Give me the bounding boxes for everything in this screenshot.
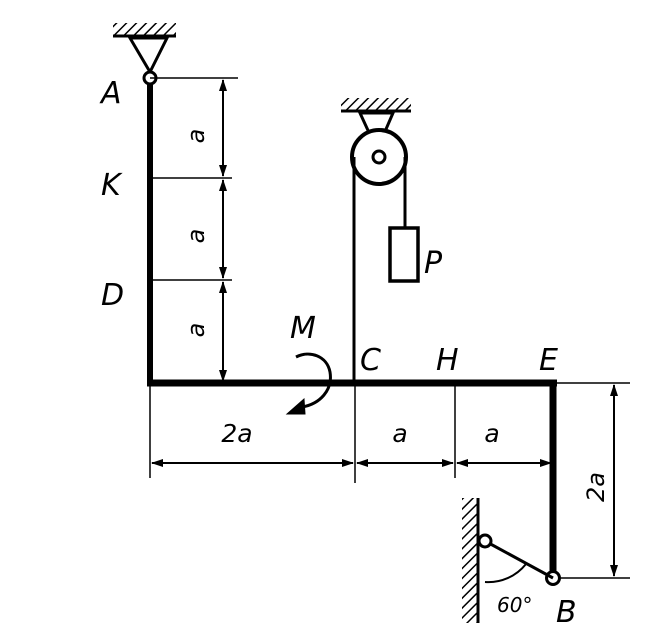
extension-lines-bottom <box>149 385 456 483</box>
dim-label-a-mid: a <box>182 229 210 244</box>
pulley <box>350 128 408 186</box>
dim-label-a-he: a <box>484 419 499 448</box>
angle-arc <box>484 563 527 584</box>
label-M: M <box>290 311 316 346</box>
dim-label-2a-vertical: 2a <box>582 472 610 502</box>
label-E: E <box>539 343 558 378</box>
label-H: H <box>436 343 459 378</box>
dim-label-a-low: a <box>182 323 210 338</box>
extension-lines-left <box>150 77 238 281</box>
dimension-vertical-right <box>557 382 630 579</box>
angle-label: 60° <box>497 593 532 617</box>
support-hatching-A <box>113 23 176 36</box>
label-C: C <box>360 343 381 378</box>
dim-label-a-ch: a <box>392 419 407 448</box>
pin-support-A <box>113 23 176 76</box>
dim-label-a-top: a <box>182 129 210 144</box>
label-P: P <box>424 246 443 281</box>
wall-support-B <box>462 498 554 623</box>
moment-arrow <box>285 352 332 415</box>
wall-hinge <box>477 533 493 549</box>
label-B: B <box>556 595 577 630</box>
dim-label-2a-horizontal: 2a <box>221 419 252 448</box>
label-A: A <box>99 76 122 111</box>
support-rod <box>484 539 554 580</box>
label-D: D <box>101 278 124 313</box>
weight-block <box>388 226 420 283</box>
label-K: K <box>101 168 123 203</box>
